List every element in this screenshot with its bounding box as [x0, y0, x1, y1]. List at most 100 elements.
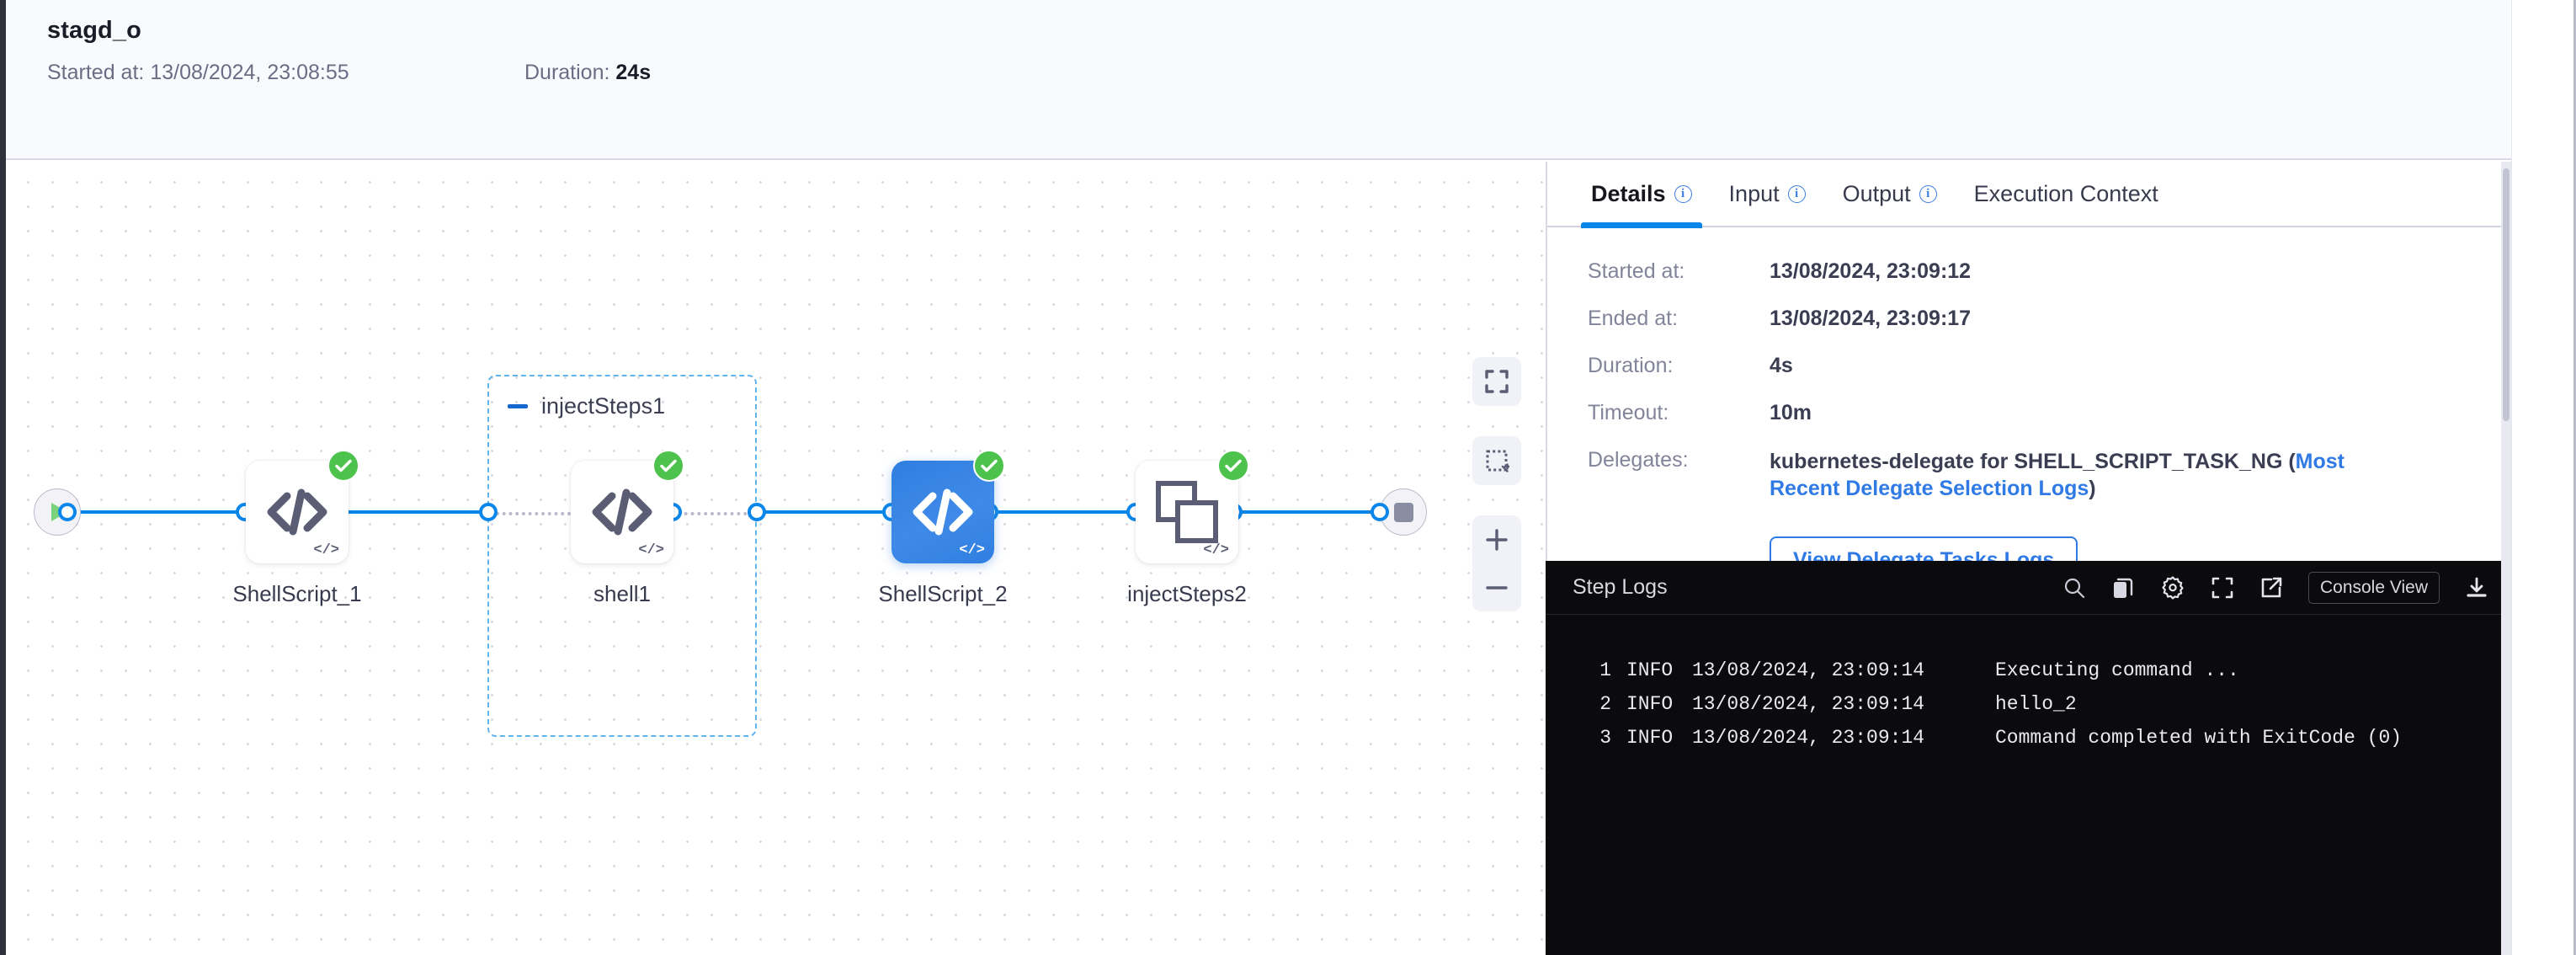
log-line-number: 3 [1599, 727, 1611, 749]
log-line-number: 1 [1599, 659, 1611, 681]
step-logs-panel: Step Logs Console View 1 [1546, 561, 2510, 955]
detail-row-started-at: Started at: 13/08/2024, 23:09:12 [1588, 259, 2477, 284]
duration-summary-label: Duration: [524, 61, 610, 84]
pipeline-node-label-shell1: shell1 [593, 581, 651, 606]
external-link-icon[interactable] [2259, 576, 2283, 600]
log-message: hello_2 [1995, 693, 2077, 715]
tab-details-label: Details [1591, 180, 1666, 206]
stop-icon [1393, 502, 1413, 522]
detail-row-timeout: Timeout: 10m [1588, 401, 2477, 425]
info-icon[interactable]: i [1787, 184, 1806, 203]
pipeline-node-shellscript2[interactable]: </> [891, 450, 1005, 563]
node-type-watermark-icon: </> [313, 542, 339, 558]
edge-group-to-shellscript2 [757, 510, 891, 514]
edge-shellscript2-to-injectsteps2 [989, 510, 1134, 514]
detail-value-started-at: 13/08/2024, 23:09:12 [1770, 259, 1972, 283]
pipeline-node-shellscript1[interactable]: </> [246, 450, 359, 563]
duration-summary-value: 24s [615, 61, 652, 84]
status-badge-success [973, 450, 1005, 482]
log-level: INFO [1626, 727, 1674, 749]
panel-scrollbar-thumb[interactable] [2503, 168, 2509, 421]
detail-label-ended-at: Ended at: [1588, 307, 1679, 330]
step-group-label: injectSteps1 [541, 393, 666, 419]
tab-input[interactable]: Input i [1711, 161, 1824, 227]
connector-dot[interactable] [1370, 503, 1389, 521]
status-badge-success [327, 450, 359, 482]
connector-dot[interactable] [748, 503, 766, 521]
detail-label-started-at: Started at: [1588, 259, 1685, 283]
log-timestamp: 13/08/2024, 23:09:14 [1692, 659, 1925, 681]
detail-value-timeout: 10m [1770, 401, 1812, 424]
duration-summary: Duration: 24s [524, 61, 651, 85]
edge-group-in-to-shell1 [496, 512, 597, 515]
zoom-in-button[interactable] [1472, 515, 1521, 563]
pipeline-node-label-shellscript1: ShellScript_1 [232, 581, 362, 606]
log-output[interactable]: 1 INFO 13/08/2024, 23:09:14 Executing co… [1546, 654, 2510, 755]
gear-icon[interactable] [2160, 575, 2185, 600]
detail-row-delegates: Delegates: kubernetes-delegate for SHELL… [1588, 448, 2477, 502]
pipeline-node-injectsteps2[interactable]: </> [1136, 450, 1249, 563]
plus-icon [1486, 528, 1508, 551]
step-group-injectSteps1[interactable] [487, 375, 757, 737]
detail-label-duration: Duration: [1588, 354, 1674, 377]
detail-value-delegates: kubernetes-delegate for SHELL_SCRIPT_TAS… [1770, 448, 2409, 502]
zoom-controls [1472, 515, 1521, 611]
pipeline-node-label-injectsteps2: injectSteps2 [1127, 581, 1247, 606]
node-type-watermark-icon: </> [1203, 542, 1229, 558]
info-icon[interactable]: i [1674, 184, 1692, 203]
edge-shellscript1-to-group [317, 510, 496, 514]
log-line: 1 INFO 13/08/2024, 23:09:14 Executing co… [1546, 654, 2510, 687]
log-level: INFO [1626, 693, 1674, 715]
tab-output-label: Output [1842, 180, 1911, 206]
pipeline-canvas[interactable]: injectSteps1 </> ShellScript_1 [6, 162, 1546, 955]
console-view-button[interactable]: Console View [2307, 571, 2440, 604]
delegate-selection-logs-link[interactable]: Most Recent Delegate Selection Logs [1770, 450, 2344, 500]
edge-start-to-shellscript1 [67, 510, 269, 514]
code-icon [911, 488, 975, 536]
copy-icon[interactable] [2111, 576, 2135, 600]
pipeline-node-label-shellscript2: ShellScript_2 [878, 581, 1008, 606]
zoom-out-button[interactable] [1472, 563, 1521, 611]
tab-execution-context-label: Execution Context [1973, 180, 2158, 206]
status-badge-success [1217, 450, 1249, 482]
log-line: 3 INFO 13/08/2024, 23:09:14 Command comp… [1546, 721, 2510, 755]
log-level: INFO [1626, 659, 1674, 681]
node-type-watermark-icon: </> [638, 542, 664, 558]
minus-icon [1486, 585, 1508, 590]
detail-row-duration: Duration: 4s [1588, 354, 2477, 378]
edge-shell1-to-group-out [671, 512, 760, 515]
fit-to-screen-button[interactable] [1472, 357, 1521, 406]
detail-value-duration: 4s [1770, 354, 1793, 377]
log-message: Executing command ... [1995, 659, 2239, 681]
connector-dot[interactable] [58, 503, 77, 521]
details-content: Started at: 13/08/2024, 23:09:12 Ended a… [1547, 227, 2510, 584]
execution-header: stagd_o Started at: 13/08/2024, 23:08:55… [6, 0, 2576, 160]
detail-value-ended-at: 13/08/2024, 23:09:17 [1770, 307, 1972, 330]
download-icon[interactable] [2465, 576, 2488, 600]
tab-execution-context[interactable]: Execution Context [1956, 161, 2177, 227]
tab-details[interactable]: Details i [1573, 161, 1711, 228]
code-icon [590, 488, 654, 536]
selection-box-button[interactable] [1472, 436, 1521, 485]
log-message: Command completed with ExitCode (0) [1995, 727, 2403, 749]
pipeline-node-shell1[interactable]: </> [571, 450, 684, 563]
detail-label-delegates: Delegates: [1588, 448, 1689, 472]
delegate-text: kubernetes-delegate for SHELL_SCRIPT_TAS… [1770, 450, 2296, 473]
status-badge-success [652, 450, 684, 482]
started-at-summary-value: 13/08/2024, 23:08:55 [150, 61, 349, 84]
detail-row-ended-at: Ended at: 13/08/2024, 23:09:17 [1588, 307, 2477, 331]
step-logs-toolbar: Console View [2062, 571, 2488, 604]
log-line-number: 2 [1599, 693, 1611, 715]
info-icon[interactable]: i [1919, 184, 1937, 203]
step-logs-header: Step Logs Console View [1546, 561, 2510, 615]
fit-to-screen-icon [1485, 370, 1509, 393]
log-timestamp: 13/08/2024, 23:09:14 [1692, 693, 1925, 715]
connector-dot[interactable] [479, 503, 498, 521]
detail-label-timeout: Timeout: [1588, 401, 1669, 424]
search-icon[interactable] [2062, 576, 2086, 600]
fullscreen-icon[interactable] [2211, 576, 2234, 600]
collapse-group-button[interactable] [508, 404, 528, 408]
delegate-text-suffix: ) [2089, 477, 2096, 500]
node-type-watermark-icon: </> [959, 542, 985, 558]
tab-output[interactable]: Output i [1824, 161, 1956, 227]
